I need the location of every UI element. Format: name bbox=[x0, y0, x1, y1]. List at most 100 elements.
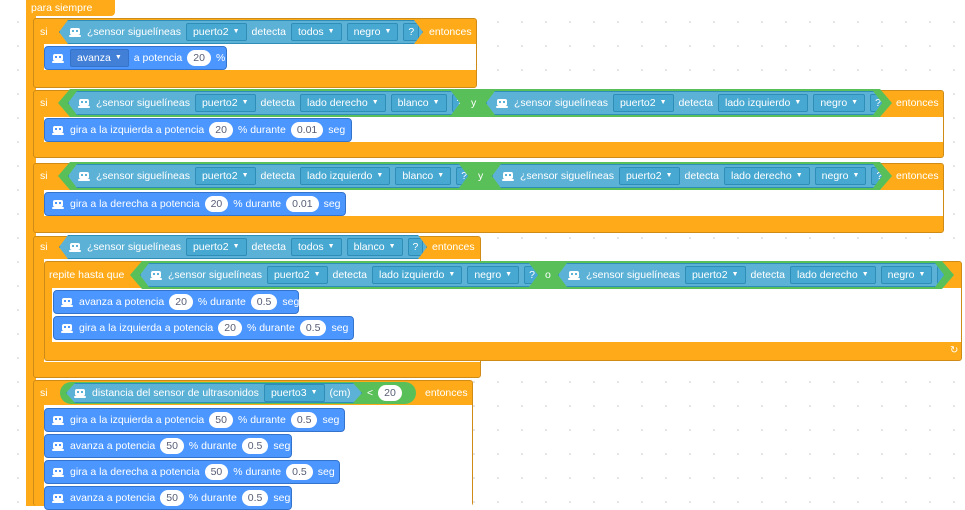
then-label: entonces bbox=[432, 241, 475, 253]
time-input[interactable]: 0.5 bbox=[290, 412, 318, 428]
power-input[interactable]: 50 bbox=[209, 412, 233, 428]
chevron-down-icon: ▼ bbox=[437, 172, 445, 179]
seconds-label: seg bbox=[282, 296, 300, 308]
power-input[interactable]: 20 bbox=[204, 196, 229, 212]
robot-icon bbox=[52, 54, 64, 63]
detect-label: detecta bbox=[251, 241, 286, 253]
time-input[interactable]: 0.5 bbox=[286, 464, 313, 480]
color-dropdown[interactable]: negro▼ bbox=[881, 266, 933, 284]
power-input[interactable]: 20 bbox=[187, 50, 211, 66]
line-sensor-condition[interactable]: ¿sensor siguelíneas puerto2▼ detecta tod… bbox=[59, 235, 427, 259]
block-label: avanza a potencia bbox=[70, 440, 156, 452]
block-label: gira a la derecha a potencia bbox=[70, 198, 200, 210]
move-forward-timed-block[interactable]: avanza a potencia 50 % durante 0.5 seg bbox=[44, 434, 292, 458]
side-dropdown[interactable]: lado derecho▼ bbox=[724, 167, 810, 185]
port-dropdown[interactable]: puerto2▼ bbox=[685, 266, 746, 284]
during-label: % durante bbox=[246, 322, 295, 334]
color-dropdown[interactable]: negro▼ bbox=[467, 266, 519, 284]
color-dropdown[interactable]: negro▼ bbox=[815, 167, 867, 185]
port-dropdown[interactable]: puerto2▼ bbox=[613, 94, 674, 112]
color-dropdown[interactable]: blanco▼ bbox=[395, 167, 451, 185]
power-input[interactable]: 20 bbox=[218, 320, 242, 336]
forever-spine bbox=[26, 14, 36, 506]
side-dropdown[interactable]: todos▼ bbox=[291, 23, 342, 41]
move-forward-timed-block[interactable]: avanza a potencia 50 % durante 0.5 seg bbox=[44, 486, 292, 510]
color-dropdown[interactable]: blanco▼ bbox=[347, 238, 403, 256]
question-mark: ? bbox=[408, 238, 424, 256]
turn-left-timed-block[interactable]: gira a la izquierda a potencia 50 % dura… bbox=[44, 408, 345, 432]
chevron-down-icon: ▼ bbox=[795, 172, 803, 179]
color-dropdown[interactable]: negro▼ bbox=[813, 94, 865, 112]
robot-icon bbox=[77, 170, 91, 182]
side-dropdown[interactable]: lado izquierdo▼ bbox=[718, 94, 808, 112]
side-dropdown[interactable]: lado izquierdo▼ bbox=[372, 266, 462, 284]
turn-left-timed-block[interactable]: gira a la izquierda a potencia 20 % dura… bbox=[53, 316, 354, 340]
time-input[interactable]: 0.01 bbox=[286, 196, 319, 212]
block-label: gira a la izquierda a potencia bbox=[70, 414, 205, 426]
move-forward-timed-block[interactable]: avanza a potencia 20 % durante 0.5 seg bbox=[53, 290, 299, 314]
robot-icon bbox=[567, 269, 581, 281]
then-label: entonces bbox=[429, 26, 472, 38]
line-sensor-condition[interactable]: ¿sensor siguelíneas puerto2▼ detecta lad… bbox=[140, 263, 538, 287]
loop-arrow-icon: ↻ bbox=[950, 345, 959, 356]
power-input[interactable]: 20 bbox=[209, 122, 233, 138]
port-dropdown[interactable]: puerto2▼ bbox=[267, 266, 328, 284]
port-dropdown[interactable]: puerto2▼ bbox=[195, 94, 256, 112]
line-sensor-condition[interactable]: ¿sensor siguelíneas puerto2▼ detecta lad… bbox=[492, 164, 882, 188]
port-dropdown[interactable]: puerto2▼ bbox=[186, 23, 247, 41]
block-label: gira a la derecha a potencia bbox=[70, 466, 200, 478]
direction-dropdown[interactable]: avanza▼ bbox=[70, 49, 129, 67]
unit-label: (cm) bbox=[329, 387, 351, 399]
sensor-label: ¿sensor siguelíneas bbox=[168, 269, 262, 281]
or-label: o bbox=[545, 269, 551, 281]
less-than-operator[interactable]: distancia del sensor de ultrasonidos pue… bbox=[60, 382, 416, 404]
line-sensor-condition[interactable]: ¿sensor siguelíneas puerto2▼ detecta lad… bbox=[558, 263, 944, 287]
move-forward-block[interactable]: avanza▼ a potencia 20 % bbox=[44, 46, 227, 70]
color-dropdown[interactable]: negro▼ bbox=[347, 23, 399, 41]
chevron-down-icon: ▼ bbox=[232, 243, 240, 250]
ultrasonic-distance-reporter[interactable]: distancia del sensor de ultrasonidos pue… bbox=[66, 383, 362, 403]
port-dropdown[interactable]: puerto2▼ bbox=[186, 238, 247, 256]
line-sensor-condition[interactable]: ¿sensor siguelíneas puerto2▼ detecta lad… bbox=[486, 91, 882, 115]
turn-right-block[interactable]: gira a la derecha a potencia 20 % durant… bbox=[44, 192, 346, 216]
line-sensor-condition[interactable]: ¿sensor siguelíneas puerto2▼ detecta lad… bbox=[68, 164, 468, 188]
power-input[interactable]: 50 bbox=[160, 438, 184, 454]
if-label: si bbox=[40, 241, 48, 253]
chevron-down-icon: ▼ bbox=[851, 99, 859, 106]
side-dropdown[interactable]: lado derecho▼ bbox=[300, 94, 386, 112]
time-input[interactable]: 0.5 bbox=[241, 490, 269, 506]
chevron-down-icon: ▼ bbox=[310, 389, 318, 396]
turn-left-block[interactable]: gira a la izquierda a potencia 20 % dura… bbox=[44, 118, 352, 142]
turn-right-timed-block[interactable]: gira a la derecha a potencia 50 % durant… bbox=[44, 460, 340, 484]
power-input[interactable]: 20 bbox=[169, 294, 193, 310]
port-dropdown[interactable]: puerto2▼ bbox=[195, 167, 256, 185]
time-input[interactable]: 0.01 bbox=[290, 122, 324, 138]
time-input[interactable]: 0.5 bbox=[250, 294, 278, 310]
color-dropdown[interactable]: blanco▼ bbox=[391, 94, 447, 112]
robot-icon bbox=[61, 298, 73, 307]
distance-input[interactable]: 20 bbox=[378, 385, 402, 401]
block-label: gira a la izquierda a potencia bbox=[79, 322, 214, 334]
side-dropdown[interactable]: lado derecho▼ bbox=[790, 266, 876, 284]
side-dropdown[interactable]: todos▼ bbox=[291, 238, 342, 256]
then-label: entonces bbox=[425, 387, 468, 399]
chevron-down-icon: ▼ bbox=[731, 271, 739, 278]
line-sensor-condition[interactable]: ¿sensor siguelíneas puerto2▼ detecta tod… bbox=[59, 20, 423, 44]
sensor-label: ¿sensor siguelíneas bbox=[586, 269, 680, 281]
sensor-label: distancia del sensor de ultrasonidos bbox=[92, 387, 259, 399]
side-dropdown[interactable]: lado izquierdo▼ bbox=[300, 167, 390, 185]
chevron-down-icon: ▼ bbox=[241, 99, 249, 106]
chevron-down-icon: ▼ bbox=[313, 271, 321, 278]
time-input[interactable]: 0.5 bbox=[241, 438, 269, 454]
port-dropdown[interactable]: puerto2▼ bbox=[619, 167, 680, 185]
seconds-label: seg bbox=[317, 466, 335, 478]
block-label: avanza a potencia bbox=[70, 492, 156, 504]
power-input[interactable]: 50 bbox=[204, 464, 229, 480]
line-sensor-condition[interactable]: ¿sensor siguelíneas puerto2▼ detecta lad… bbox=[68, 91, 460, 115]
if-label: si bbox=[40, 170, 48, 182]
power-input[interactable]: 50 bbox=[160, 490, 184, 506]
forever-block[interactable]: para siempre bbox=[26, 0, 115, 16]
then-label: entonces bbox=[896, 170, 939, 182]
time-input[interactable]: 0.5 bbox=[299, 320, 327, 336]
port-dropdown[interactable]: puerto3▼ bbox=[264, 384, 325, 402]
